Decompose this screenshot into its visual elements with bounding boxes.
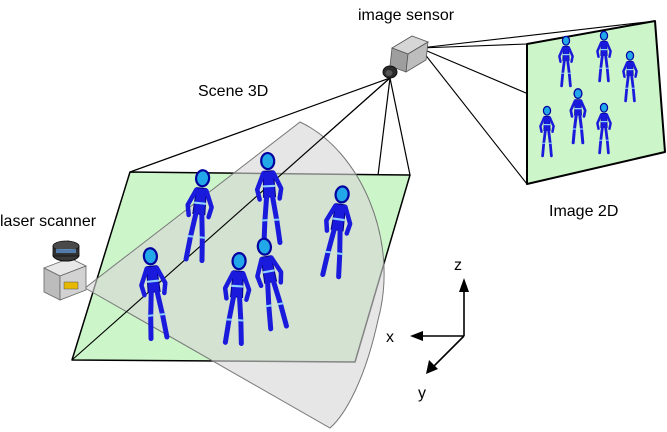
label-image-sensor: image sensor: [358, 7, 455, 24]
label-scene-3d: Scene 3D: [198, 83, 268, 100]
image-2d-panel: [526, 20, 666, 185]
laser-scanner-icon: [43, 240, 87, 301]
coordinate-axes: [410, 278, 469, 374]
label-image-2d: Image 2D: [549, 203, 618, 220]
axis-label-y: y: [418, 385, 426, 402]
axis-label-x: x: [386, 329, 394, 346]
axis-label-z: z: [454, 257, 462, 274]
image-sensor-icon: [382, 35, 429, 79]
label-laser-scanner: laser scanner: [0, 213, 97, 230]
